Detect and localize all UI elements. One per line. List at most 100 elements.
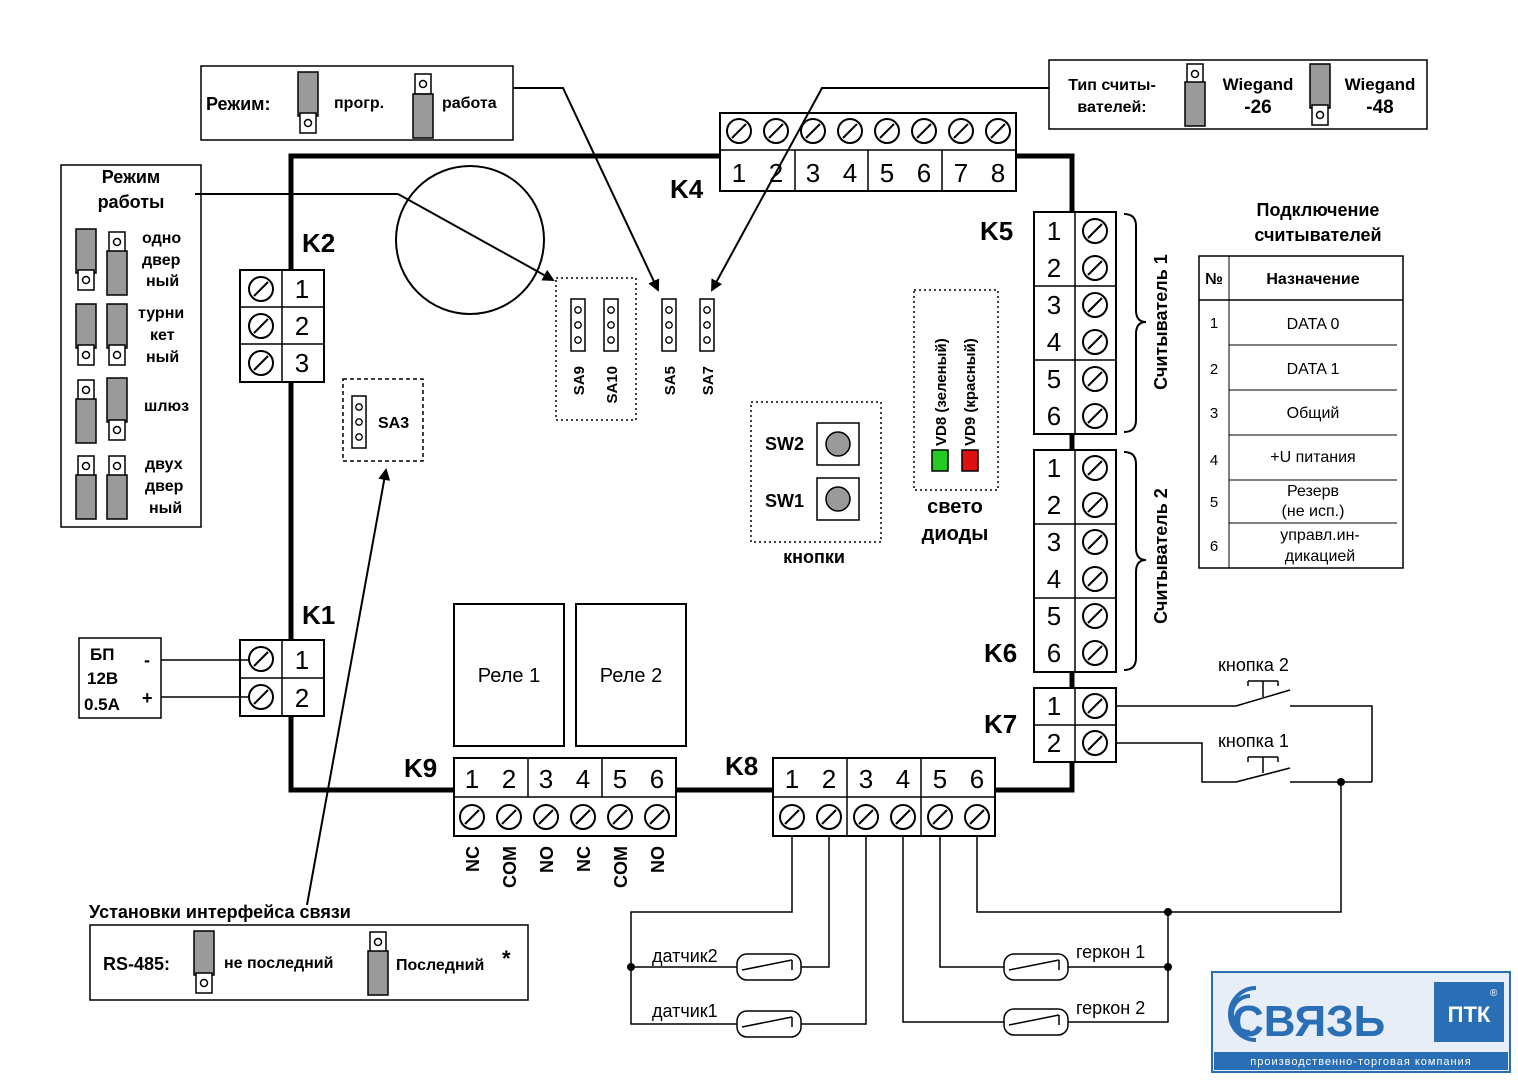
svg-text:турни: турни xyxy=(138,305,184,322)
svg-text:5: 5 xyxy=(613,764,627,794)
svg-text:6: 6 xyxy=(1047,401,1061,431)
power-supply: БП 12В 0.5А - + xyxy=(78,637,249,719)
k2-pin-2: 2 xyxy=(295,311,309,341)
reader2-brace xyxy=(1123,451,1147,671)
svg-text:Подключение: Подключение xyxy=(1257,200,1380,220)
mode-box: Режим: прогр. работа xyxy=(200,65,514,141)
svg-text:DATA 0: DATA 0 xyxy=(1287,316,1340,333)
svg-text:Тип считы-: Тип считы- xyxy=(1068,77,1156,94)
svg-text:5: 5 xyxy=(880,158,894,188)
svg-text:считывателей: считывателей xyxy=(1254,225,1381,245)
svg-text:работы: работы xyxy=(98,192,165,212)
k7-label: K7 xyxy=(984,709,1017,739)
logo-ptk: ПТК xyxy=(1448,1002,1491,1027)
sensor2-label: датчик2 xyxy=(652,946,718,966)
leds-group: VD8 (зеленый) VD9 (красный) свето диоды xyxy=(913,289,999,545)
buttons-label: кнопки xyxy=(783,547,845,567)
logo-brand: СВЯЗЬ xyxy=(1232,997,1385,1046)
logo-reg: ® xyxy=(1490,988,1498,999)
svg-text:Реле 1: Реле 1 xyxy=(478,665,540,687)
terminal-k4: 1 2 3 4 5 6 7 8 xyxy=(719,112,1017,192)
jumper-sa3: SA3 xyxy=(342,378,424,462)
svg-text:вателей:: вателей: xyxy=(1077,99,1146,116)
svg-text:-26: -26 xyxy=(1244,97,1271,118)
svg-text:1: 1 xyxy=(732,158,746,188)
k4-label: K4 xyxy=(670,174,704,204)
k2-label: K2 xyxy=(302,228,335,258)
svg-text:*: * xyxy=(502,946,511,971)
svg-text:ный: ный xyxy=(146,273,179,290)
buttons-group: SW2 SW1 кнопки xyxy=(750,401,882,567)
terminal-k9: 1 2 3 4 5 6 xyxy=(453,757,677,837)
svg-text:-48: -48 xyxy=(1366,97,1393,118)
svg-text:1: 1 xyxy=(1047,453,1061,483)
svg-text:Wiegand: Wiegand xyxy=(1345,75,1416,94)
svg-text:4: 4 xyxy=(1047,564,1061,594)
svg-text:Резерв: Резерв xyxy=(1287,483,1339,500)
svg-text:COM: COM xyxy=(500,846,520,888)
svg-text:2: 2 xyxy=(1047,728,1061,758)
svg-text:3: 3 xyxy=(806,158,820,188)
k1-label: K1 xyxy=(302,600,335,630)
svg-text:6: 6 xyxy=(650,764,664,794)
svg-text:1: 1 xyxy=(1210,315,1218,332)
svg-text:5: 5 xyxy=(1047,601,1061,631)
svg-text:Реле 2: Реле 2 xyxy=(600,665,662,687)
svg-text:Режим:: Режим: xyxy=(206,94,270,114)
jumper-group-box xyxy=(555,277,637,421)
svg-text:-: - xyxy=(144,650,150,670)
svg-text:DATA 1: DATA 1 xyxy=(1287,361,1340,378)
reader2-label: Считыватель 2 xyxy=(1151,488,1171,624)
svg-text:7: 7 xyxy=(954,158,968,188)
jumper-sa5-label: SA5 xyxy=(662,366,679,395)
svg-text:Назначение: Назначение xyxy=(1266,271,1359,288)
svg-text:2: 2 xyxy=(1210,361,1218,378)
svg-text:5: 5 xyxy=(1047,364,1061,394)
k9-contact-labels: NC COM NO NC COM NO xyxy=(463,846,668,888)
relay-2: Реле 2 xyxy=(575,603,687,747)
svg-text:6: 6 xyxy=(917,158,931,188)
svg-text:2: 2 xyxy=(822,764,836,794)
svg-text:12В: 12В xyxy=(87,669,118,688)
svg-text:1: 1 xyxy=(785,764,799,794)
k2-pin-1: 1 xyxy=(295,274,309,304)
terminal-k8: 1 2 3 4 5 6 xyxy=(772,757,996,837)
svg-text:4: 4 xyxy=(1047,327,1061,357)
reed2-label: геркон 2 xyxy=(1076,998,1145,1018)
svg-text:COM: COM xyxy=(611,846,631,888)
svg-text:не последний: не последний xyxy=(224,955,333,972)
svg-text:NO: NO xyxy=(537,846,557,873)
svg-text:0.5А: 0.5А xyxy=(84,695,120,714)
svg-text:SW1: SW1 xyxy=(765,491,804,511)
svg-text:(не исп.): (не исп.) xyxy=(1282,503,1345,520)
jumper-sa10-label: SA10 xyxy=(604,366,621,404)
svg-text:4: 4 xyxy=(896,764,910,794)
svg-text:+U питания: +U питания xyxy=(1270,449,1355,466)
svg-text:прогр.: прогр. xyxy=(334,95,384,112)
svg-text:Wiegand: Wiegand xyxy=(1223,75,1294,94)
reader-type-box: Тип считы- вателей: Wiegand -26 Wiegand … xyxy=(1048,59,1428,130)
svg-text:дикацией: дикацией xyxy=(1285,548,1355,565)
svg-text:5: 5 xyxy=(1210,494,1218,511)
svg-text:3: 3 xyxy=(1047,290,1061,320)
svg-text:Режим: Режим xyxy=(102,167,160,187)
svg-text:6: 6 xyxy=(1047,638,1061,668)
k1-pin-2: 2 xyxy=(295,683,309,713)
svg-text:4: 4 xyxy=(843,158,857,188)
ext-button-1-label: кнопка 1 xyxy=(1218,731,1289,751)
svg-text:3: 3 xyxy=(539,764,553,794)
reader-connection-table: Подключение считывателей № Назначение 1 … xyxy=(1198,200,1404,569)
svg-text:5: 5 xyxy=(933,764,947,794)
interface-settings-box: Установки интерфейса связи RS-485: не по… xyxy=(89,902,529,1001)
relay-1: Реле 1 xyxy=(453,603,565,747)
svg-text:свето: свето xyxy=(927,496,983,518)
terminal-k7: 1 2 xyxy=(1033,687,1117,763)
svg-text:+: + xyxy=(142,688,153,708)
svg-text:3: 3 xyxy=(1210,405,1218,422)
company-logo: производственно-торговая компания СВЯЗЬ … xyxy=(1211,971,1511,1073)
k9-label: K9 xyxy=(404,753,437,783)
svg-text:NC: NC xyxy=(574,846,594,872)
jumper-sa7-label: SA7 xyxy=(700,366,717,395)
svg-text:диоды: диоды xyxy=(922,523,989,545)
